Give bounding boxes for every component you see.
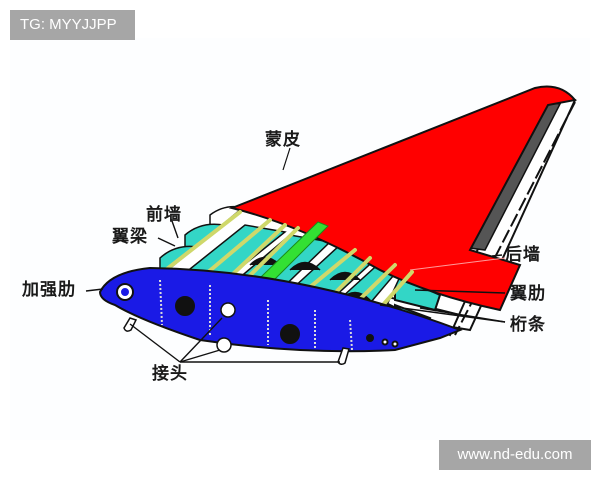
watermark-bottom-right: www.nd-edu.com [439,440,591,470]
label-joint: 接头 [152,364,188,384]
label-skin: 蒙皮 [265,130,301,150]
root-reinforced-rib [98,266,463,353]
label-spar: 翼梁 [112,227,148,247]
leader-lines [85,220,506,363]
label-front-wall: 前墙 [146,205,182,225]
watermark-top-left: TG: MYYJJPP [10,10,135,40]
wing-skin [228,85,577,312]
label-reinforced-rib: 加强肋 [22,280,76,300]
label-rib: 翼肋 [510,284,546,304]
label-rear-wall: 后墙 [505,245,541,265]
label-stringer: 桁条 [510,315,546,335]
